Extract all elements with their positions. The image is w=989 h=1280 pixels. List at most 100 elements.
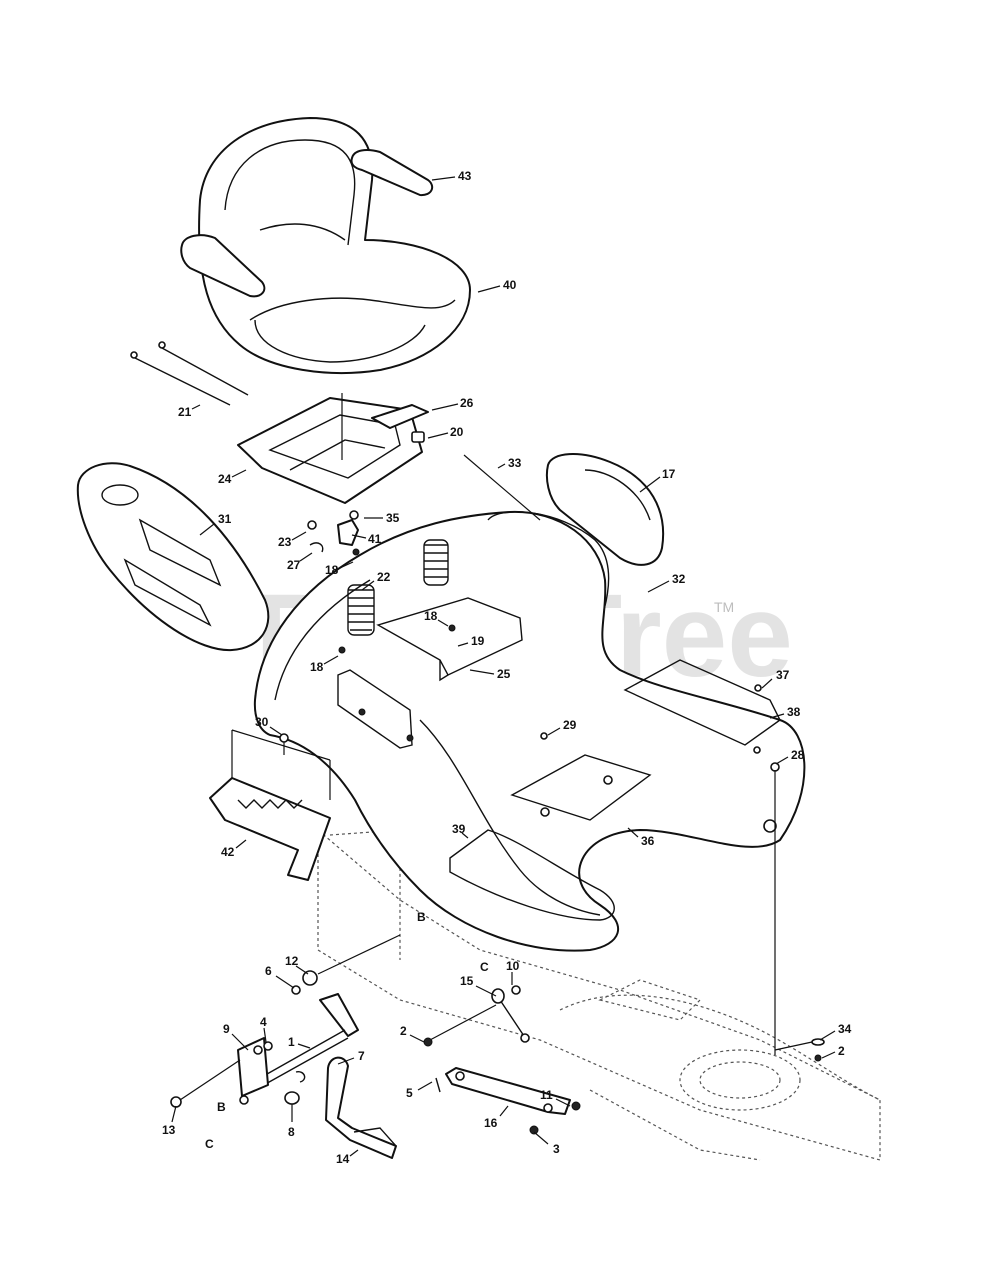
callout-leader-c18b xyxy=(437,619,449,627)
callout-leader-c30 xyxy=(269,726,283,736)
callout-leader-c13 xyxy=(171,1105,177,1123)
callout-leader-c19 xyxy=(457,642,469,647)
callout-leader-c39 xyxy=(461,832,469,839)
callout-leader-c9 xyxy=(231,1033,249,1051)
callout-c25: 25 xyxy=(497,667,511,681)
callout-cC1: C xyxy=(480,960,489,974)
callout-c38: 38 xyxy=(787,705,801,719)
callout-leader-c32 xyxy=(647,580,670,593)
callout-leader-c25 xyxy=(469,669,495,675)
right-fender-cover xyxy=(545,453,665,566)
seat-switch-bracket xyxy=(371,404,429,443)
callout-c18c: 18 xyxy=(310,660,324,674)
callout-leader-c42 xyxy=(235,839,247,849)
callout-c8: 8 xyxy=(288,1125,295,1139)
callout-c2b: 2 xyxy=(838,1044,845,1058)
callout-c34: 34 xyxy=(838,1022,852,1036)
seat-springs xyxy=(347,539,449,636)
callout-c14: 14 xyxy=(336,1152,350,1166)
callout-leader-c5 xyxy=(417,1081,433,1091)
callout-c37: 37 xyxy=(776,668,790,682)
callout-cB1: B xyxy=(417,910,426,924)
callout-leader-c31 xyxy=(199,523,215,536)
callout-leader-c21 xyxy=(191,404,201,410)
callout-leader-c3 xyxy=(533,1131,549,1145)
callout-leader-c28 xyxy=(775,756,789,765)
callout-leader-c29 xyxy=(547,727,561,736)
callout-c36: 36 xyxy=(641,834,655,848)
callout-leader-c16 xyxy=(499,1105,509,1117)
callout-c19: 19 xyxy=(471,634,485,648)
callout-leader-c38 xyxy=(769,713,785,719)
callout-c13: 13 xyxy=(162,1123,176,1137)
callout-c18b: 18 xyxy=(424,609,438,623)
body-fender xyxy=(253,510,806,952)
seat-pan xyxy=(237,393,423,504)
callout-leader-c4 xyxy=(263,1027,267,1043)
callout-c23: 23 xyxy=(278,535,292,549)
callout-c7: 7 xyxy=(358,1049,365,1063)
callout-c16: 16 xyxy=(484,1116,498,1130)
callout-c5: 5 xyxy=(406,1086,413,1100)
callout-leader-c37 xyxy=(761,678,773,689)
callout-leader-c11 xyxy=(555,1098,571,1107)
callout-c32: 32 xyxy=(672,572,686,586)
callout-c39: 39 xyxy=(452,822,466,836)
callout-c42: 42 xyxy=(221,845,235,859)
callout-c6: 6 xyxy=(265,964,272,978)
callout-leader-c23 xyxy=(291,531,307,541)
callout-c2a: 2 xyxy=(400,1024,407,1038)
callout-c4: 4 xyxy=(260,1015,267,1029)
callout-c12: 12 xyxy=(285,954,299,968)
callout-cB2: B xyxy=(217,1100,226,1114)
callout-leader-c2b xyxy=(821,1051,836,1059)
callout-c3: 3 xyxy=(553,1142,560,1156)
callout-c40: 40 xyxy=(503,278,517,292)
body-strip xyxy=(337,669,414,749)
callout-leader-c26 xyxy=(431,403,459,411)
callout-leader-c6 xyxy=(275,975,295,989)
callout-leader-c36 xyxy=(627,827,639,838)
callout-c43: 43 xyxy=(458,169,472,183)
callout-leader-c18c xyxy=(323,655,339,665)
cable-ties xyxy=(130,341,249,406)
callout-c20: 20 xyxy=(450,425,464,439)
callout-c18a: 18 xyxy=(325,563,339,577)
callout-c31: 31 xyxy=(218,512,232,526)
callout-c41: 41 xyxy=(368,532,382,546)
callout-leader-c18a xyxy=(339,561,354,569)
callout-leader-c17 xyxy=(639,476,661,493)
callout-c15: 15 xyxy=(460,974,474,988)
callout-c35: 35 xyxy=(386,511,400,525)
callout-leader-c40 xyxy=(477,285,501,293)
callout-c10: 10 xyxy=(506,959,520,973)
callout-c11: 11 xyxy=(540,1088,553,1102)
mower-frame xyxy=(317,828,881,1161)
callout-c29: 29 xyxy=(563,718,577,732)
callout-leader-c1 xyxy=(297,1043,311,1049)
callout-leader-c34 xyxy=(819,1030,836,1041)
seat xyxy=(180,117,471,374)
callout-c28: 28 xyxy=(791,748,805,762)
seat-hinge xyxy=(307,510,456,654)
callout-c26: 26 xyxy=(460,396,474,410)
callout-leader-c43 xyxy=(431,176,456,181)
callout-cC2: C xyxy=(205,1137,214,1151)
callout-leader-c24 xyxy=(231,469,247,478)
callout-leader-c12 xyxy=(295,965,309,975)
callout-c24: 24 xyxy=(218,472,232,486)
callout-leader-c27 xyxy=(299,552,313,562)
callout-leader-c41 xyxy=(351,534,367,539)
callout-c9: 9 xyxy=(223,1022,230,1036)
callout-leader-c15 xyxy=(475,985,497,997)
callout-c17: 17 xyxy=(662,467,676,481)
seat-mount-bracket xyxy=(376,597,523,682)
callout-leader-c20 xyxy=(427,432,449,439)
callout-c30: 30 xyxy=(255,715,269,729)
gauge-plate xyxy=(209,729,331,881)
callout-leader-c33 xyxy=(497,463,506,469)
callout-leader-c14 xyxy=(349,1149,359,1157)
watermark-tm: TM xyxy=(714,599,734,615)
